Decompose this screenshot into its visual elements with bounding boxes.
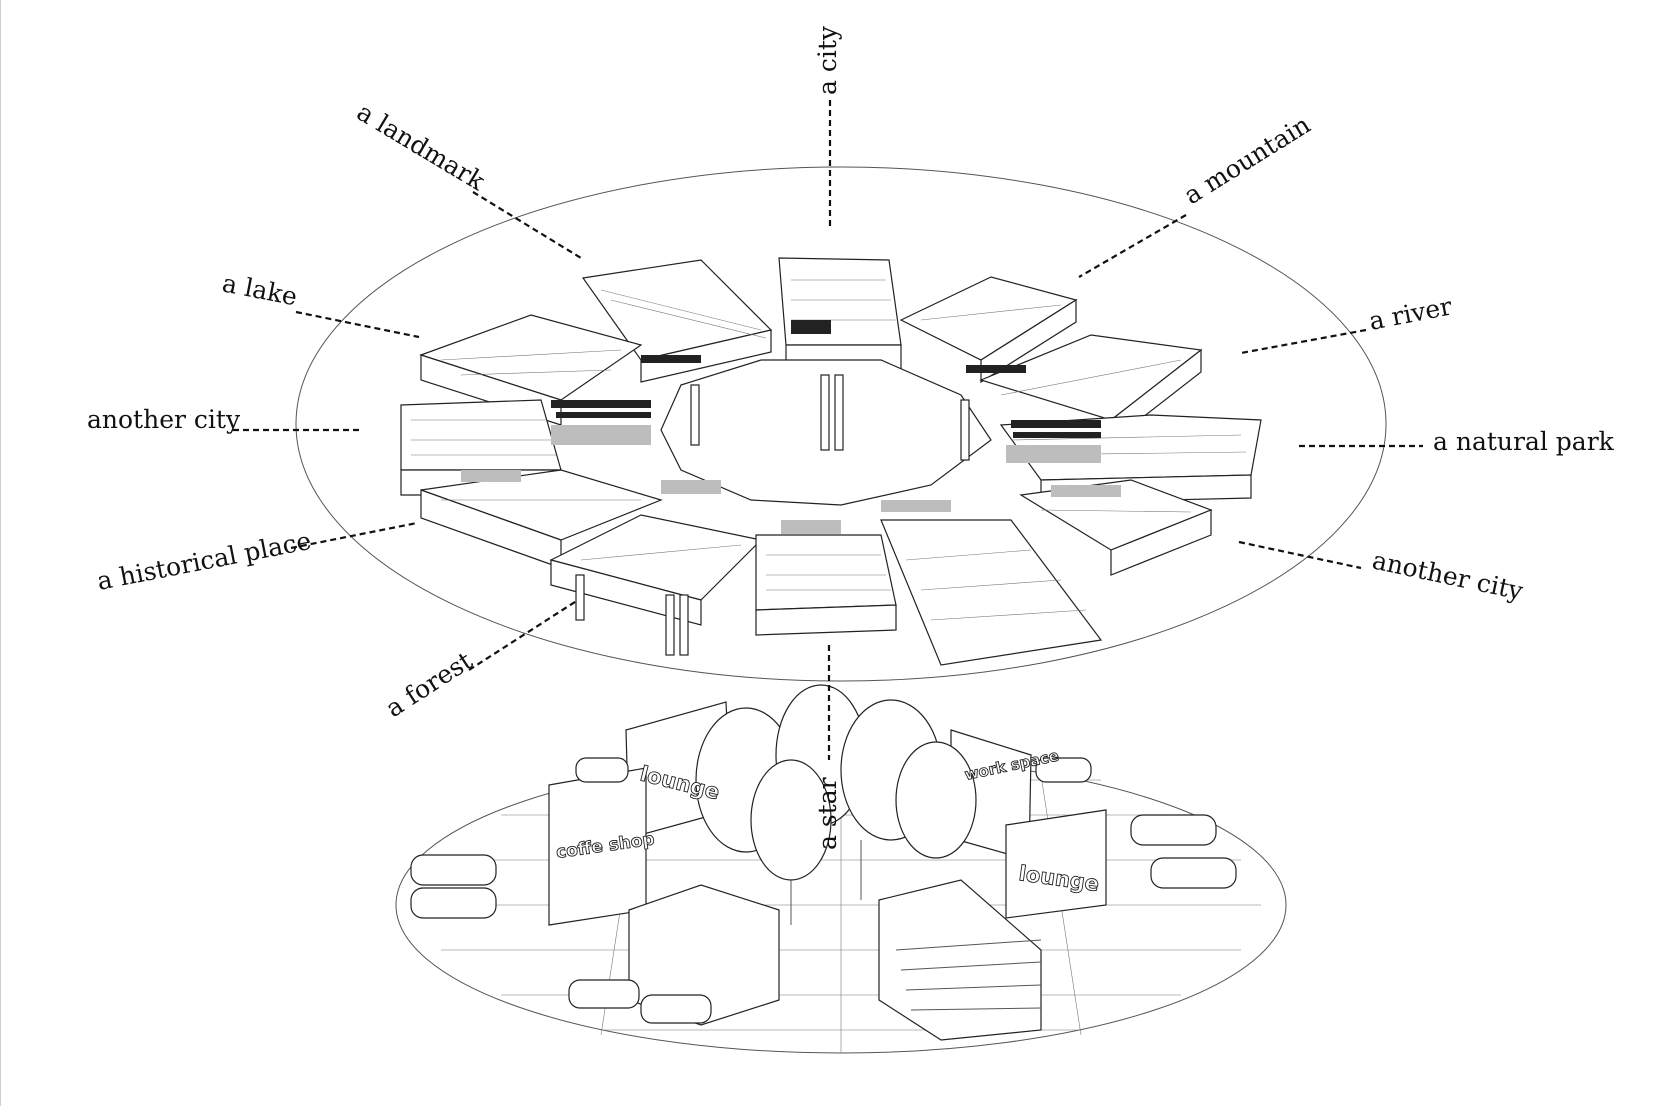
leader-lines xyxy=(233,100,1423,760)
label-a-river: a river xyxy=(1367,291,1455,335)
label-a-star: a star xyxy=(813,777,842,850)
label-a-landmark: a landmark xyxy=(352,97,491,196)
label-a-lake: a lake xyxy=(220,268,300,311)
label-another-city-right: another city xyxy=(1370,546,1527,606)
label-a-city: a city xyxy=(813,25,842,95)
parked-cars xyxy=(410,757,1237,1024)
label-a-natural-park: a natural park xyxy=(1433,427,1615,456)
central-trees xyxy=(695,684,977,925)
upper-site-ellipse xyxy=(295,166,1387,682)
label-a-forest: a forest xyxy=(380,646,477,723)
platform-grid xyxy=(411,279,1247,621)
ground-pavilions xyxy=(548,701,1107,1041)
label-a-historical-place: a historical place xyxy=(95,526,314,596)
shaded-tiles xyxy=(461,320,1121,534)
support-columns xyxy=(575,374,970,656)
label-a-mountain: a mountain xyxy=(1179,110,1316,210)
label-another-city-left: another city xyxy=(87,405,241,434)
